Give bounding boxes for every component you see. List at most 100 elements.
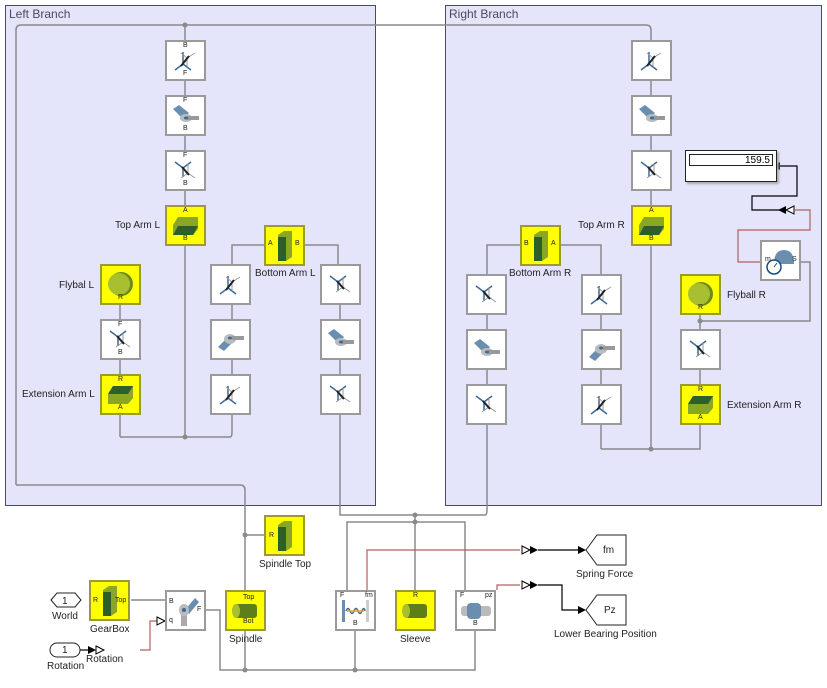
port-label: B	[295, 240, 300, 247]
port-label: B	[649, 235, 654, 242]
transform-sensor-block[interactable]: m S	[760, 240, 801, 281]
spring-force-label: Spring Force	[576, 569, 634, 580]
port-label: A	[649, 207, 654, 214]
port-label: F	[183, 70, 188, 77]
revolute-joint-icon	[218, 334, 244, 351]
frame-transform-icon	[640, 161, 662, 179]
spring-force-goto-shape[interactable]	[585, 534, 627, 566]
revolute-joint-bottom-r-a[interactable]	[581, 329, 622, 370]
rigid-transform-top-r2[interactable]	[631, 150, 672, 191]
display-block[interactable]: 159.5	[685, 150, 777, 182]
left-branch-area[interactable]: Left Branch	[5, 5, 376, 506]
port-label: Top	[243, 594, 255, 601]
right-branch-area[interactable]: Right Branch	[445, 5, 822, 506]
flyball-l-block[interactable]: R	[100, 264, 141, 305]
brick-solid-icon	[173, 217, 198, 235]
rigid-transform-top-r1[interactable]	[631, 40, 672, 81]
rigid-transform-top-l1[interactable]: B F	[165, 40, 206, 81]
sphere-solid-icon	[108, 272, 133, 296]
bottom-arm-r-label: Bottom Arm R	[509, 268, 572, 279]
port-label: R	[118, 294, 124, 301]
port-label: A	[698, 414, 703, 421]
brick-solid-icon	[639, 217, 664, 235]
prismatic-joint-icon	[461, 603, 491, 619]
rigid-transform-bottom-r-b2[interactable]	[466, 384, 507, 425]
gearbox-block[interactable]: R Top	[89, 580, 130, 621]
rigid-transform-top-l2[interactable]: F B	[165, 150, 206, 191]
frame-transform-icon	[174, 52, 196, 71]
revolute-joint-icon	[474, 339, 500, 356]
extension-arm-l-label: Extension Arm L	[22, 389, 95, 400]
rotation-inport-number: 1	[62, 645, 68, 656]
brick-solid-icon	[688, 396, 713, 414]
port-label: A	[183, 207, 188, 214]
frame-transform-icon	[475, 395, 497, 413]
rigid-transform-bottom-r-b1[interactable]	[466, 274, 507, 315]
port-label: F	[460, 592, 465, 599]
brick-solid-icon	[103, 586, 117, 616]
rigid-transform-bottom-r-a1[interactable]	[581, 274, 622, 315]
revolute-joint-top-r[interactable]	[631, 95, 672, 136]
rigid-transform-bottom-l-b1[interactable]	[320, 264, 361, 305]
brick-solid-icon	[534, 231, 548, 261]
port-label: B	[169, 598, 174, 605]
extension-arm-l-block[interactable]: R A	[100, 374, 141, 415]
revolute-joint-top-l[interactable]: F B	[165, 95, 206, 136]
port-label: F	[340, 592, 345, 599]
revolute-joint-icon	[639, 105, 665, 122]
lower-bearing-goto-shape[interactable]	[585, 594, 627, 626]
prismatic-joint-block[interactable]: F pz B	[455, 590, 496, 631]
frame-transform-icon	[174, 161, 196, 179]
port-label: R	[269, 532, 275, 539]
rigid-transform-flyball-l[interactable]: F B	[100, 319, 141, 360]
port-label: R	[698, 304, 704, 311]
frame-transform-icon	[329, 385, 351, 403]
revolute-joint-bottom-l-a[interactable]	[210, 319, 251, 360]
spindle-block[interactable]: Top Bot	[225, 590, 266, 631]
cylinder-solid-icon	[402, 604, 427, 618]
port-label: B	[118, 349, 123, 356]
top-arm-l-block[interactable]: A B	[165, 205, 206, 246]
bottom-arm-l-block[interactable]: A B	[264, 225, 305, 266]
spindle-top-block[interactable]: R	[264, 515, 305, 556]
lower-bearing-label: Lower Bearing Position	[554, 629, 657, 640]
arrow-lower-bearing	[578, 606, 586, 614]
port-label: B	[183, 180, 188, 187]
port-label: B	[353, 620, 358, 627]
sleeve-label: Sleeve	[400, 634, 431, 645]
port-label: B	[524, 240, 529, 247]
wire-top-bus	[15, 24, 652, 485]
spindle-label: Spindle	[229, 634, 263, 645]
frame-transform-icon	[640, 52, 662, 71]
rigid-transform-bottom-l-b2[interactable]	[320, 374, 361, 415]
port-label: R	[413, 592, 419, 599]
lower-bearing-tag: Pz	[604, 605, 616, 616]
frame-transform-icon	[590, 396, 612, 415]
frame-transform-icon	[475, 285, 497, 303]
top-arm-r-block[interactable]: A B	[631, 205, 672, 246]
rigid-transform-bottom-l-a1[interactable]	[210, 264, 251, 305]
rigid-transform-bottom-l-a2[interactable]	[210, 374, 251, 415]
rigid-transform-flyball-r[interactable]	[680, 329, 721, 370]
port-label: B	[183, 125, 188, 132]
rigid-transform-bottom-r-a2[interactable]	[581, 384, 622, 425]
extension-arm-r-block[interactable]: R A	[680, 384, 721, 425]
port-label: pz	[485, 592, 493, 599]
flyball-r-block[interactable]: R	[680, 274, 721, 315]
arrow-spring-force	[578, 546, 586, 554]
rotation-inport-shape[interactable]	[49, 642, 81, 659]
revolute-joint-gearbox[interactable]: B F q	[165, 590, 206, 631]
world-port-number: 1	[62, 596, 68, 607]
revolute-joint-bottom-r-b[interactable]	[466, 329, 507, 370]
bottom-arm-r-block[interactable]: B A	[520, 225, 561, 266]
port-label: R	[93, 597, 99, 604]
sleeve-block[interactable]: R	[395, 590, 436, 631]
top-arm-r-label: Top Arm R	[578, 220, 625, 231]
spring-joint-icon	[342, 600, 369, 622]
revolute-joint-bottom-l-b[interactable]	[320, 319, 361, 360]
world-port-shape[interactable]	[50, 592, 82, 610]
prismatic-spring-block[interactable]: F fm B	[335, 590, 376, 631]
spindle-top-label: Spindle Top	[259, 559, 312, 570]
